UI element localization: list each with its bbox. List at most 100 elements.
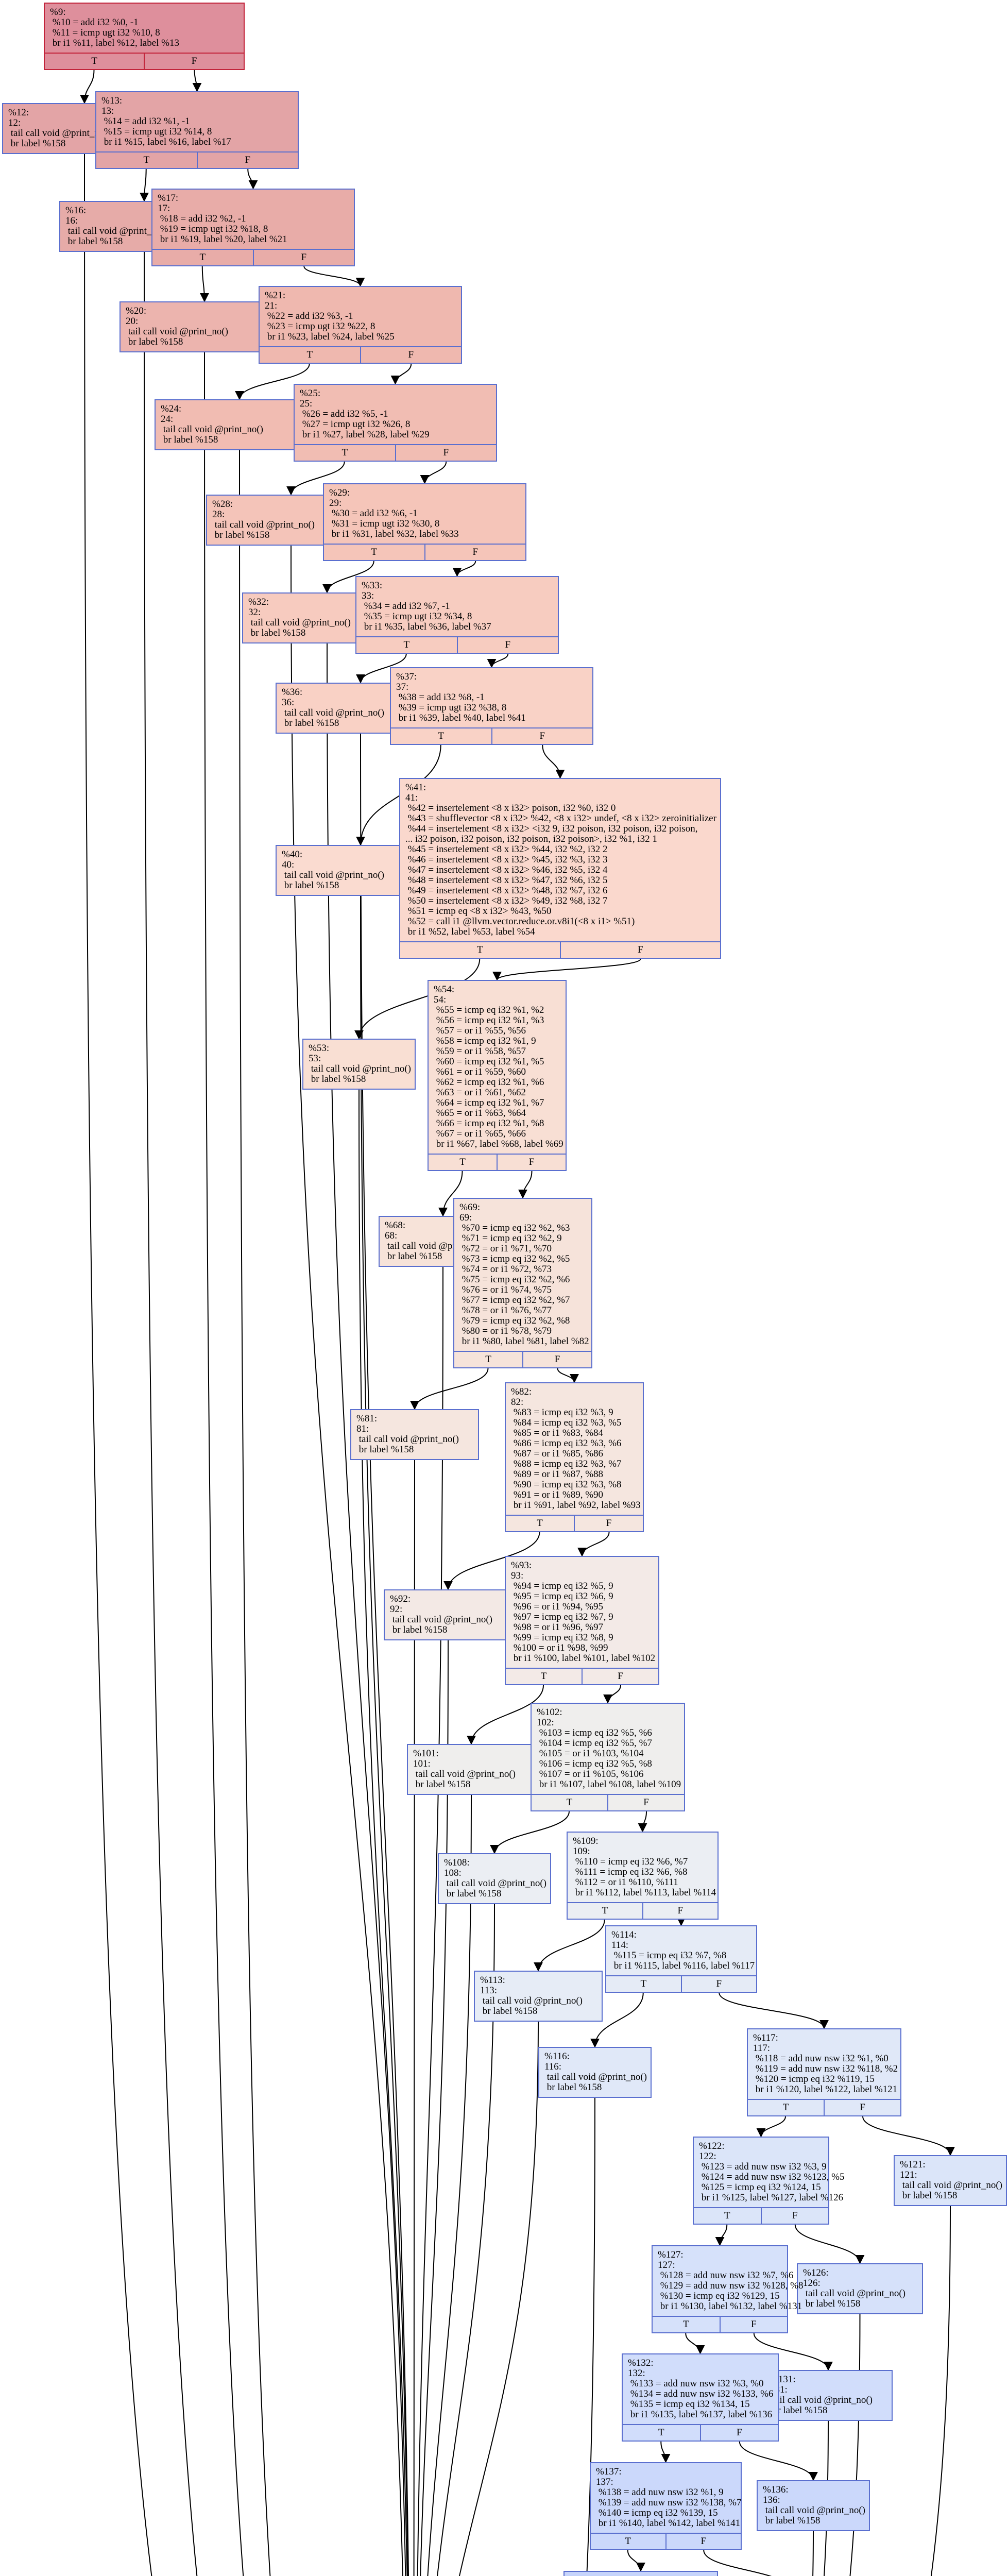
basic-block-117[interactable]: %117:117: %118 = add nuw nsw i32 %1, %0 … bbox=[747, 2028, 901, 2116]
basic-block-93[interactable]: %93:93: %94 = icmp eq i32 %5, 9 %95 = ic… bbox=[505, 1556, 659, 1685]
branch-port-false[interactable]: F bbox=[395, 445, 497, 461]
basic-block-131[interactable]: %131:131: tail call void @print_no() br … bbox=[764, 2370, 893, 2421]
basic-block-82[interactable]: %82:82: %83 = icmp eq i32 %3, 9 %84 = ic… bbox=[505, 1382, 644, 1532]
branch-port-false[interactable]: F bbox=[607, 1795, 684, 1810]
basic-block-29[interactable]: %29:29: %30 = add i32 %6, -1 %31 = icmp … bbox=[323, 483, 526, 561]
basic-block-21[interactable]: %21:21: %22 = add i32 %3, -1 %23 = icmp … bbox=[259, 286, 462, 364]
branch-port-false[interactable]: F bbox=[574, 1516, 643, 1531]
basic-block-13[interactable]: %13:13: %14 = add i32 %1, -1 %15 = icmp … bbox=[95, 91, 299, 169]
branch-port-true[interactable]: T bbox=[602, 1905, 608, 1916]
branch-port-false[interactable]: F bbox=[680, 1976, 757, 1992]
basic-block-108[interactable]: %108:108: tail call void @print_no() br … bbox=[438, 1853, 551, 1904]
instruction-line: 113: bbox=[480, 1985, 498, 1996]
branch-port-true[interactable]: T bbox=[199, 252, 206, 263]
branch-port-true[interactable]: T bbox=[640, 1978, 647, 1989]
branch-port-false[interactable]: F bbox=[559, 942, 721, 958]
branch-port-false[interactable]: F bbox=[360, 347, 462, 363]
basic-block-54[interactable]: %54:54: %55 = icmp eq i32 %1, %2 %56 = i… bbox=[428, 980, 567, 1171]
block-instructions: %114:114: %115 = icmp eq i32 %7, %8 br i… bbox=[606, 1926, 756, 1975]
branch-port-true[interactable]: T bbox=[658, 2427, 664, 2438]
instruction-line: %48 = insertelement <8 x i32> %47, i32 %… bbox=[405, 875, 608, 886]
basic-block-101[interactable]: %101:101: tail call void @print_no() br … bbox=[407, 1744, 536, 1795]
instruction-line: br label %158 bbox=[212, 530, 270, 540]
branch-port-true[interactable]: T bbox=[459, 1157, 466, 1167]
branch-port-true[interactable]: T bbox=[306, 349, 313, 360]
branch-port-true[interactable]: T bbox=[485, 1354, 491, 1365]
basic-block-33[interactable]: %33:33: %34 = add i32 %7, -1 %35 = icmp … bbox=[355, 576, 559, 654]
basic-block-9[interactable]: %9: %10 = add i32 %0, -1 %11 = icmp ugt … bbox=[44, 3, 245, 70]
branch-port-true[interactable]: T bbox=[782, 2102, 789, 2113]
basic-block-142[interactable]: %142:142: %143 = add nuw nsw i32 %5, %2 … bbox=[563, 2571, 718, 2576]
basic-block-126[interactable]: %126:126: tail call void @print_no() br … bbox=[797, 2263, 923, 2314]
instruction-line: 101: bbox=[413, 1758, 431, 1769]
instruction-line: %128 = add nuw nsw i32 %7, %6 bbox=[658, 2270, 794, 2281]
instruction-line: br i1 %135, label %137, label %136 bbox=[628, 2409, 773, 2420]
basic-block-132[interactable]: %132:132: %133 = add nuw nsw i32 %3, %0 … bbox=[622, 2353, 779, 2442]
basic-block-121[interactable]: %121:121: tail call void @print_no() br … bbox=[894, 2155, 1007, 2206]
basic-block-109[interactable]: %109:109: %110 = icmp eq i32 %6, %7 %111… bbox=[567, 1832, 719, 1920]
edge-132-to-137 bbox=[660, 2441, 671, 2463]
edge-41-to-53 bbox=[354, 958, 481, 1040]
edge-9-to-12 bbox=[80, 70, 95, 104]
block-label: %137: bbox=[596, 2466, 622, 2477]
instruction-line: 12: bbox=[8, 117, 21, 128]
instruction-line: %26 = add i32 %5, -1 bbox=[300, 409, 388, 419]
basic-block-25[interactable]: %25:25: %26 = add i32 %5, -1 %27 = icmp … bbox=[294, 384, 497, 462]
basic-block-69[interactable]: %69:69: %70 = icmp eq i32 %2, %3 %71 = i… bbox=[453, 1198, 592, 1368]
edge-127-to-132 bbox=[685, 2333, 705, 2354]
basic-block-113[interactable]: %113:113: tail call void @print_no() br … bbox=[474, 1971, 603, 2022]
branch-port-false[interactable]: F bbox=[719, 2317, 788, 2332]
basic-block-102[interactable]: %102:102: %103 = icmp eq i32 %5, %6 %104… bbox=[531, 1703, 685, 1811]
basic-block-17[interactable]: %17:17: %18 = add i32 %2, -1 %19 = icmp … bbox=[151, 189, 355, 266]
edge-126-to-158 bbox=[849, 2314, 861, 2576]
basic-block-136[interactable]: %136:136: tail call void @print_no() br … bbox=[757, 2480, 870, 2531]
edge-24-to-158 bbox=[239, 450, 271, 2576]
branch-port-true[interactable]: T bbox=[625, 2536, 631, 2547]
instruction-line: br i1 %27, label %28, label %29 bbox=[300, 429, 430, 440]
branch-port-false[interactable]: F bbox=[824, 2100, 900, 2115]
branch-port-true[interactable]: T bbox=[403, 639, 410, 650]
branch-port-false[interactable]: F bbox=[196, 152, 298, 168]
branch-port-true[interactable]: T bbox=[566, 1797, 573, 1808]
basic-block-37[interactable]: %37:37: %38 = add i32 %8, -1 %39 = icmp … bbox=[390, 667, 593, 745]
branch-port-true[interactable]: T bbox=[476, 944, 483, 955]
branch-port-false[interactable]: F bbox=[760, 2208, 829, 2224]
branch-port-false[interactable]: F bbox=[699, 2425, 778, 2441]
basic-block-92[interactable]: %92:92: tail call void @print_no() br la… bbox=[384, 1589, 512, 1640]
branch-port-true[interactable]: T bbox=[537, 1518, 543, 1529]
branch-port-false[interactable]: F bbox=[252, 250, 354, 265]
branch-port-false[interactable]: F bbox=[642, 1903, 718, 1919]
branch-port-true[interactable]: T bbox=[540, 1671, 547, 1682]
basic-block-122[interactable]: %122:122: %123 = add nuw nsw i32 %3, 9 %… bbox=[693, 2137, 845, 2225]
edge-69-to-82 bbox=[557, 1368, 579, 1383]
basic-block-81[interactable]: %81:81: tail call void @print_no() br la… bbox=[350, 1409, 479, 1460]
basic-block-116[interactable]: %116:116: tail call void @print_no() br … bbox=[538, 2047, 652, 2098]
branch-port-true[interactable]: T bbox=[438, 731, 445, 741]
branch-port-true[interactable]: T bbox=[724, 2210, 730, 2221]
instruction-line: %66 = icmp eq i32 %1, %8 bbox=[434, 1118, 544, 1129]
branch-port-false[interactable]: F bbox=[522, 1352, 591, 1367]
branch-port-false[interactable]: F bbox=[424, 545, 526, 560]
branch-port-false[interactable]: F bbox=[491, 728, 593, 744]
instruction-line: %111 = icmp eq i32 %6, %8 bbox=[573, 1867, 688, 1877]
basic-block-41[interactable]: %41:41: %42 = insertelement <8 x i32> po… bbox=[399, 778, 721, 959]
branch-port-false[interactable]: F bbox=[582, 1669, 658, 1684]
branch-port-true[interactable]: T bbox=[143, 155, 150, 165]
basic-block-114[interactable]: %114:114: %115 = icmp eq i32 %7, %8 br i… bbox=[605, 1925, 757, 1993]
branch-port-true[interactable]: T bbox=[371, 547, 378, 557]
branch-port-false[interactable]: F bbox=[665, 2534, 741, 2549]
edge-137-to-142 bbox=[627, 2550, 645, 2572]
basic-block-127[interactable]: %127:127: %128 = add nuw nsw i32 %7, %6 … bbox=[652, 2245, 804, 2333]
instruction-line: 122: bbox=[699, 2151, 716, 2162]
branch-port-true[interactable]: T bbox=[91, 56, 97, 66]
basic-block-53[interactable]: %53:53: tail call void @print_no() br la… bbox=[302, 1039, 416, 1090]
branch-port-false[interactable]: F bbox=[497, 1155, 566, 1170]
basic-block-137[interactable]: %137:137: %138 = add nuw nsw i32 %1, 9 %… bbox=[590, 2462, 742, 2550]
branch-port-true[interactable]: T bbox=[682, 2319, 689, 2330]
branch-port-false[interactable]: F bbox=[456, 637, 558, 653]
branch-port-false[interactable]: F bbox=[144, 54, 244, 69]
edge-28-to-158 bbox=[291, 545, 403, 2576]
branch-port-true[interactable]: T bbox=[341, 447, 348, 458]
